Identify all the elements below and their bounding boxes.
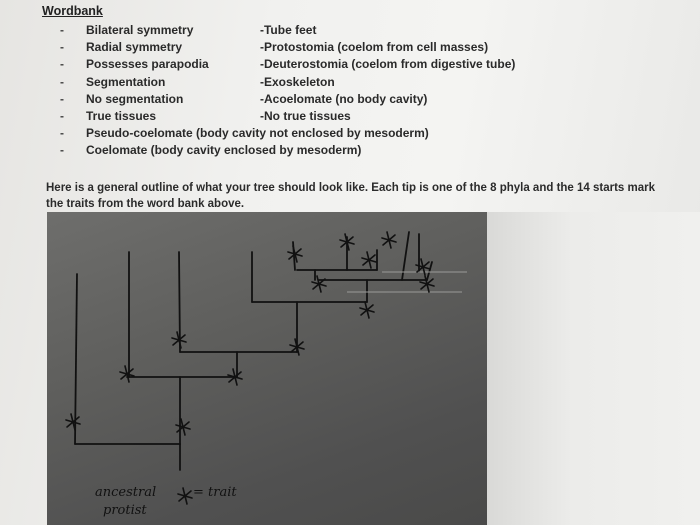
trait-star xyxy=(381,231,397,249)
wordbank-row: - No segmentation -Acoelomate (no body c… xyxy=(60,92,620,109)
wordbank-list: - Bilateral symmetry -Tube feet - Radial… xyxy=(60,23,620,161)
trait-star xyxy=(359,301,375,319)
term-left: Coelomate (body cavity enclosed by mesod… xyxy=(86,143,362,158)
term-right: -Deuterostomia (coelom from digestive tu… xyxy=(260,57,516,72)
root-label: ancestral xyxy=(95,485,156,500)
wordbank-row: - Segmentation -Exoskeleton xyxy=(60,75,620,92)
wordbank-title: Wordbank xyxy=(42,4,103,18)
bullet: - xyxy=(60,126,64,141)
term-right: -Tube feet xyxy=(260,23,317,37)
term-left: True tissues xyxy=(86,108,157,123)
outline-instructions: Here is a general outline of what your t… xyxy=(46,182,656,210)
trait-star xyxy=(65,413,81,431)
bullet: - xyxy=(60,91,64,106)
term-left: Possesses parapodia xyxy=(86,57,209,72)
term-left: Bilateral symmetry xyxy=(86,23,194,37)
term-left: No segmentation xyxy=(86,91,184,106)
bullet: - xyxy=(60,23,64,37)
wordbank-row: - True tissues -No true tissues xyxy=(60,109,620,126)
wordbank-row: - Pseudo-coelomate (body cavity not encl… xyxy=(60,126,620,143)
root-label-2: protist xyxy=(103,503,147,518)
term-right: -Acoelomate (no body cavity) xyxy=(260,91,428,106)
trait-stars xyxy=(65,231,435,505)
legend-text: = trait xyxy=(193,485,237,500)
bullet: - xyxy=(60,143,64,158)
wordbank-row: - Radial symmetry -Protostomia (coelom f… xyxy=(60,40,620,57)
trait-star xyxy=(119,365,135,383)
wordbank-row: - Bilateral symmetry -Tube feet xyxy=(60,23,620,40)
term-left: Pseudo-coelomate (body cavity not enclos… xyxy=(86,126,429,141)
term-right: -Exoskeleton xyxy=(260,74,335,89)
trait-star xyxy=(361,251,377,269)
tree-sketch-photo: ancestral protist = trait xyxy=(47,212,487,525)
bullet: - xyxy=(60,74,64,89)
term-right: -Protostomia (coelom from cell masses) xyxy=(260,40,489,55)
trait-star xyxy=(175,418,191,436)
term-right: -No true tissues xyxy=(260,108,351,123)
bullet: - xyxy=(60,40,64,55)
bullet: - xyxy=(60,57,64,72)
term-left: Radial symmetry xyxy=(86,40,183,55)
phylogenetic-tree-sketch: ancestral protist = trait xyxy=(65,231,467,518)
tree-branches xyxy=(74,231,433,471)
wordbank-row: - Possesses parapodia -Deuterostomia (co… xyxy=(60,57,620,74)
term-left: Segmentation xyxy=(86,74,166,89)
legend-star xyxy=(177,487,193,505)
bullet: - xyxy=(60,108,64,123)
faint-lines xyxy=(347,271,467,293)
wordbank-row: - Coelomate (body cavity enclosed by mes… xyxy=(60,143,620,160)
page-margin-shadow xyxy=(487,212,700,525)
